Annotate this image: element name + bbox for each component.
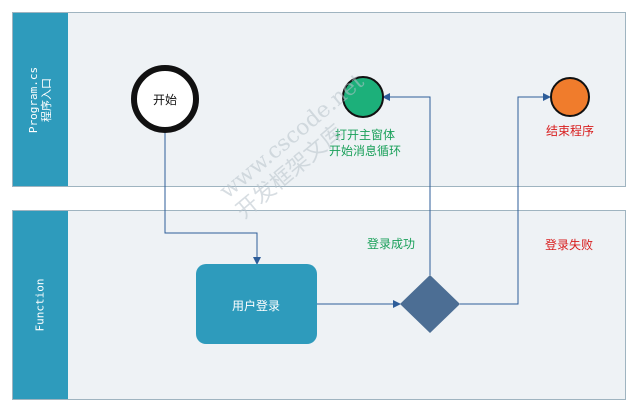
login-decision-diamond [400, 275, 460, 333]
edge-decision-success [382, 93, 431, 275]
main-window-label-line1: 打开主窗体 [334, 128, 396, 142]
login-task-label: 用户登录 [231, 299, 281, 313]
swimlane-header: Function [13, 211, 68, 399]
edge-start-to-login [164, 133, 261, 265]
edge-success-label: 登录成功 [367, 237, 416, 251]
end-node-label: 结束程序 [545, 124, 595, 138]
edge-fail-label: 登录失败 [545, 238, 594, 252]
swimlane-program-entry: Program.cs 程序入口 [12, 12, 626, 187]
edge-decision-fail [460, 93, 551, 305]
swimlane-header: Program.cs 程序入口 [13, 13, 68, 186]
main-window-node [342, 76, 384, 118]
start-node [131, 65, 199, 133]
start-node-label: 开始 [152, 93, 178, 107]
login-task-box [196, 264, 317, 344]
main-window-label-line2: 开始消息循环 [328, 144, 402, 158]
swimlane-function: Function [12, 210, 626, 400]
end-node [550, 77, 590, 117]
